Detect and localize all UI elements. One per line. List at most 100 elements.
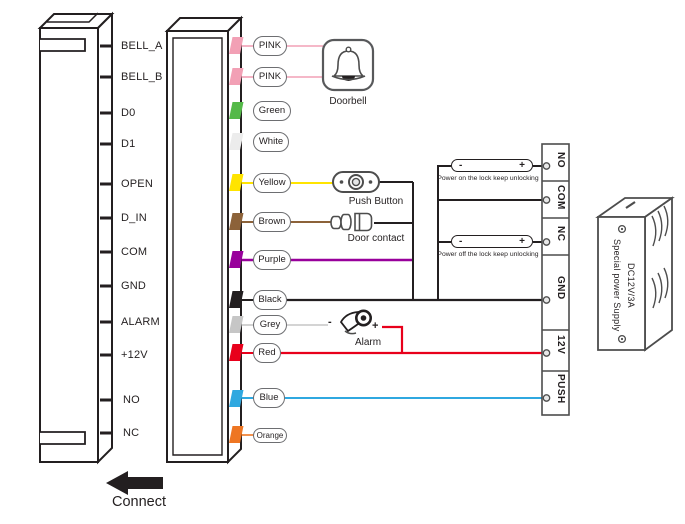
- pin-tick: [100, 182, 113, 186]
- pin-tick: [100, 111, 113, 115]
- wire-label-pink-1: PINK: [253, 36, 287, 56]
- mounting-plate-side-face: [97, 11, 113, 465]
- pin-tick: [100, 284, 113, 288]
- lock-mode-caption-power-off: Power off the lock keep unlocking: [437, 251, 539, 258]
- mounting-plate-tab-line: [47, 12, 99, 23]
- pin-tick: [100, 250, 113, 254]
- terminal-label-no: NO: [555, 152, 566, 168]
- bell-knob: [345, 46, 352, 53]
- pin-label-no: NO: [123, 394, 140, 406]
- connect-arrow-icon: [106, 471, 163, 495]
- pin-tick: [100, 398, 113, 402]
- pin-label-d-in: D_IN: [121, 212, 147, 224]
- power-supply-label-line2: Special power Supply: [612, 238, 622, 332]
- pin-tick: [100, 320, 113, 324]
- lock-plus-sign: +: [519, 159, 525, 171]
- terminal-label-push: PUSH: [555, 374, 566, 404]
- wire-swatch-grey: [229, 316, 244, 333]
- pin-label-open: OPEN: [121, 178, 153, 190]
- pin-tick: [100, 44, 113, 48]
- pin-tick: [100, 216, 113, 220]
- door-contact-icon: [330, 212, 373, 232]
- pin-label-d0: D0: [121, 107, 136, 119]
- pin-ticks: [100, 44, 113, 435]
- psu-top-notch: [625, 201, 636, 209]
- mounting-plate-top-slot: [40, 38, 86, 52]
- push-button-icon: [332, 171, 380, 193]
- pin-label-bell-a: BELL_A: [121, 40, 163, 52]
- controller-inner-border: [172, 37, 223, 456]
- terminal-block-body: [541, 143, 570, 416]
- screw-icon: [542, 196, 551, 204]
- psu-front-face: [597, 216, 646, 351]
- lock-mode-pill-power-off: - +: [451, 235, 533, 248]
- pin-label-com: COM: [121, 246, 148, 258]
- door-contact-caption: Door contact: [347, 233, 405, 244]
- pin-label-d1: D1: [121, 138, 136, 150]
- lock-minus-sign: -: [459, 235, 463, 247]
- lock-minus-sign: -: [459, 159, 463, 171]
- power-supply-label-line1: DC12V/3A: [626, 262, 636, 308]
- pin-tick: [100, 75, 113, 79]
- pin-label-gnd: GND: [121, 280, 147, 292]
- pin-tick: [100, 431, 113, 435]
- wire-label-grey: Grey: [253, 315, 287, 335]
- wire-label-brown: Brown: [253, 212, 291, 232]
- wire-swatch-red: [229, 344, 244, 361]
- wire-label-black: Black: [253, 290, 287, 310]
- wire-label-white: White: [253, 132, 289, 152]
- screw-icon: [542, 296, 551, 304]
- wire-swatch-yellow: [229, 174, 244, 191]
- alarm-caption: Alarm: [354, 337, 382, 348]
- wire-swatch-pink-2: [229, 68, 244, 85]
- pin-label-alarm: ALARM: [121, 316, 160, 328]
- vent-slots: [651, 205, 669, 309]
- terminal-label-com: COM: [555, 185, 566, 210]
- terminal-block: [541, 143, 570, 416]
- screw-icon: [542, 238, 551, 246]
- lock-wiring-bus: [437, 165, 544, 301]
- pin-label-nc: NC: [123, 427, 140, 439]
- terminal-label-nc: NC: [555, 226, 566, 242]
- alarm-minus-sign: -: [328, 316, 332, 328]
- terminal-label-12v: 12V: [555, 335, 566, 355]
- push-button-caption: Push Button: [348, 196, 404, 207]
- screw-icon: [542, 349, 551, 357]
- controller-front-face: [166, 30, 229, 463]
- wire-swatch-blue: [229, 390, 244, 407]
- wire-swatch-purple: [229, 251, 244, 268]
- lock-mode-caption-power-on: Power on the lock keep unlocking: [437, 175, 539, 182]
- wire-swatch-green: [229, 102, 244, 119]
- lock-plus-sign: +: [519, 235, 525, 247]
- wire-label-blue: Blue: [253, 388, 285, 408]
- wire-label-yellow: Yellow: [253, 173, 291, 193]
- pin-tick: [100, 353, 113, 357]
- doorbell-icon: [321, 38, 375, 92]
- screw-icon: [542, 394, 551, 402]
- wire-swatches: [229, 37, 244, 443]
- connect-label: Connect: [111, 494, 166, 510]
- terminal-screws: [542, 162, 551, 402]
- wire-swatch-white: [229, 133, 244, 150]
- wire-swatch-black: [229, 291, 244, 308]
- wire-swatch-pink-1: [229, 37, 244, 54]
- wire-label-green: Green: [253, 101, 291, 121]
- wire-label-purple: Purple: [253, 250, 291, 270]
- wire-alarm-positive: [382, 325, 404, 353]
- terminal-label-gnd: GND: [555, 276, 566, 300]
- mounting-plate-bottom-slot: [40, 431, 86, 445]
- mounting-plate: [37, 11, 115, 465]
- pin-label-bell-b: BELL_B: [121, 71, 163, 83]
- wire-swatch-orange: [229, 426, 244, 443]
- pin-label-12v: +12V: [121, 349, 148, 361]
- alarm-plus-sign: +: [372, 320, 379, 332]
- wire-label-orange: Orange: [253, 428, 287, 443]
- bell-base: [331, 75, 366, 81]
- wires-layer: [242, 45, 546, 436]
- wire-label-red: Red: [253, 343, 281, 363]
- doorbell-caption: Doorbell: [329, 96, 367, 107]
- psu-screws: [617, 224, 627, 344]
- alarm-icon: [339, 309, 372, 335]
